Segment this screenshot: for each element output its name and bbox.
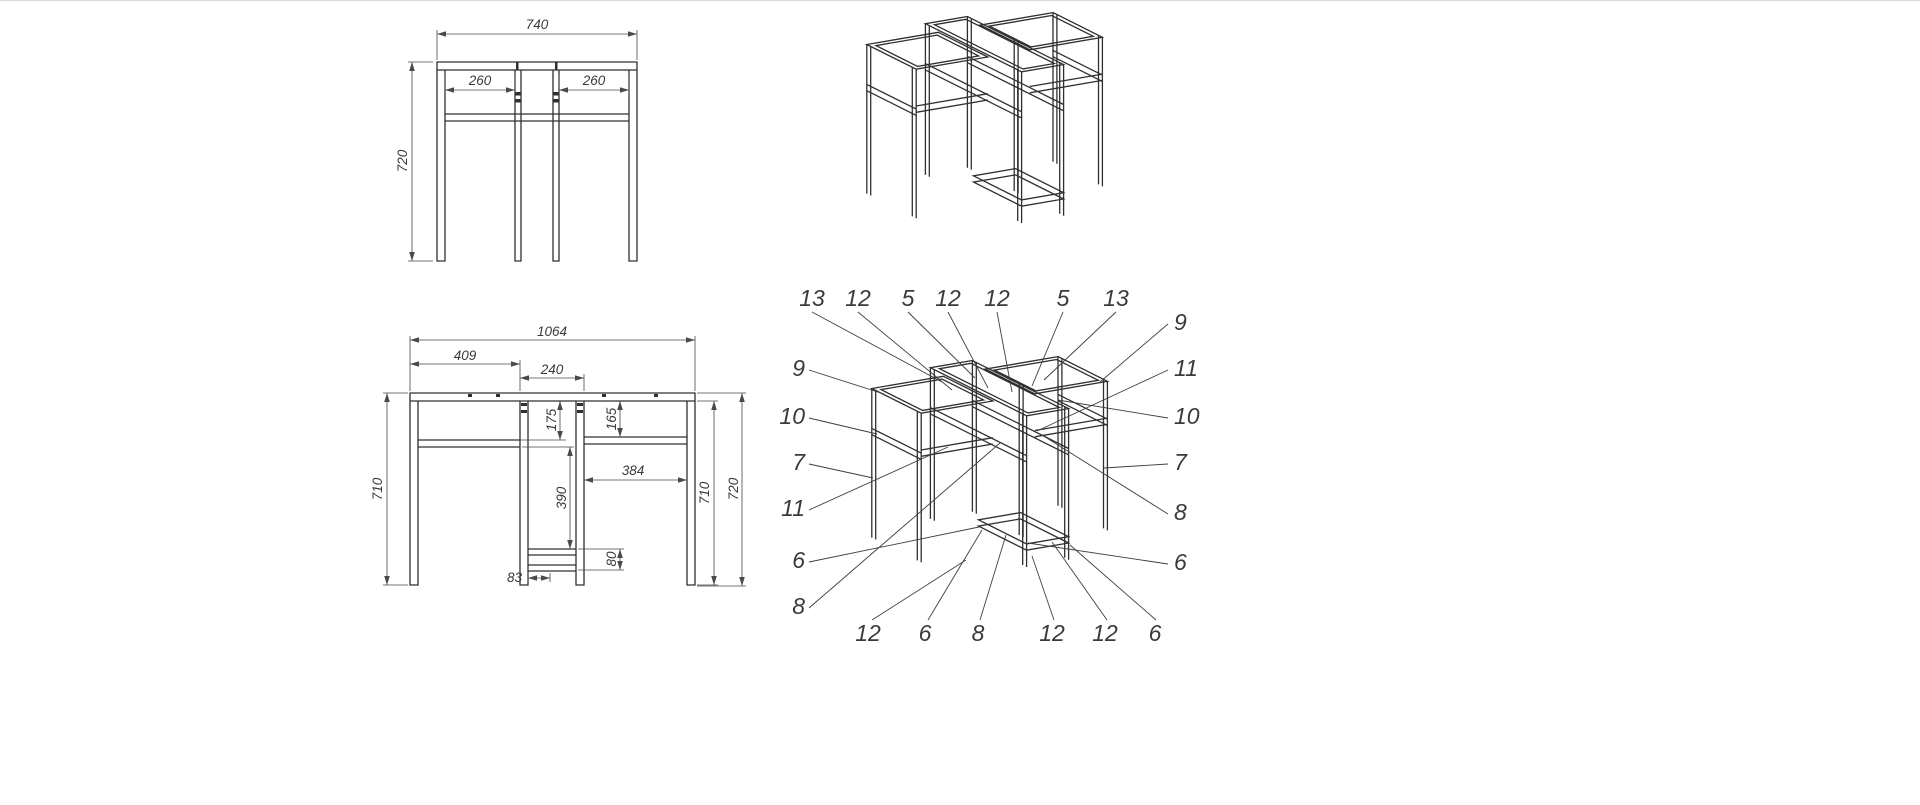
callout-top-13-b: 13 — [1103, 285, 1129, 311]
dim-text-left-opening-175: 175 — [544, 408, 559, 431]
dim-text-right-opening-165: 165 — [604, 407, 619, 430]
side-view-frame — [436, 61, 638, 262]
callout-top-13-a: 13 — [799, 285, 825, 311]
dim-text-left-width-409: 409 — [454, 348, 477, 363]
dim-text-height-720: 720 — [395, 149, 410, 172]
front-view-connector-marks — [468, 394, 658, 413]
callout-right-11: 11 — [1174, 355, 1198, 381]
iso-frame-drawing — [866, 11, 1104, 224]
side-view: 740 260 260 720 — [395, 17, 638, 262]
callout-left-7: 7 — [792, 449, 806, 475]
dim-text-center-inner-390: 390 — [554, 486, 569, 509]
callout-right-9: 9 — [1174, 309, 1187, 335]
callout-bottom-6-b: 6 — [1149, 620, 1162, 646]
callout-top-5-b: 5 — [1057, 285, 1070, 311]
dim-text-width-740: 740 — [526, 17, 549, 32]
callout-bottom-12-c: 12 — [1092, 620, 1118, 646]
dim-text-total-width-1064: 1064 — [537, 324, 567, 339]
callout-bottom-6-a: 6 — [919, 620, 932, 646]
callout-bottom-12-a: 12 — [855, 620, 881, 646]
window-top-edge — [0, 0, 1920, 1]
callout-top-5-a: 5 — [902, 285, 915, 311]
callout-top-12-b: 12 — [935, 285, 961, 311]
dim-text-gap-left-260: 260 — [468, 73, 492, 88]
callout-right-8: 8 — [1174, 499, 1187, 525]
callout-bottom-12-b: 12 — [1039, 620, 1065, 646]
dim-text-total-height-720: 720 — [726, 477, 741, 500]
dim-text-right-height-710: 710 — [697, 481, 712, 504]
dim-text-right-inner-384: 384 — [622, 463, 645, 478]
callout-left-11: 11 — [781, 495, 805, 521]
iso-frame-drawing-annotated — [871, 355, 1109, 568]
callout-right-10: 10 — [1174, 403, 1200, 429]
callout-right-6: 6 — [1174, 549, 1187, 575]
callout-bottom-8: 8 — [972, 620, 985, 646]
dim-text-left-height-710: 710 — [370, 477, 385, 500]
callout-left-6: 6 — [792, 547, 805, 573]
iso-annotated-view: 13 12 5 12 12 5 13 9 11 10 7 8 6 9 10 7 … — [779, 285, 1199, 646]
callout-leader-lines — [808, 311, 1169, 621]
dim-text-shelf-80: 80 — [604, 551, 619, 567]
callout-top-12-c: 12 — [984, 285, 1010, 311]
front-view: 1064 409 240 175 165 384 390 80 83 710 7… — [370, 324, 746, 587]
dim-text-gap-right-260: 260 — [582, 73, 606, 88]
iso-view — [866, 11, 1104, 224]
callout-right-7: 7 — [1174, 449, 1188, 475]
dim-text-center-width-240: 240 — [540, 362, 564, 377]
dim-text-shelf-offset-83: 83 — [507, 570, 523, 585]
callout-left-9: 9 — [792, 355, 805, 381]
callout-left-8: 8 — [792, 593, 805, 619]
callout-top-12-a: 12 — [845, 285, 871, 311]
callout-left-10: 10 — [779, 403, 805, 429]
side-view-extension-lines — [408, 30, 638, 262]
front-view-frame — [409, 392, 696, 586]
